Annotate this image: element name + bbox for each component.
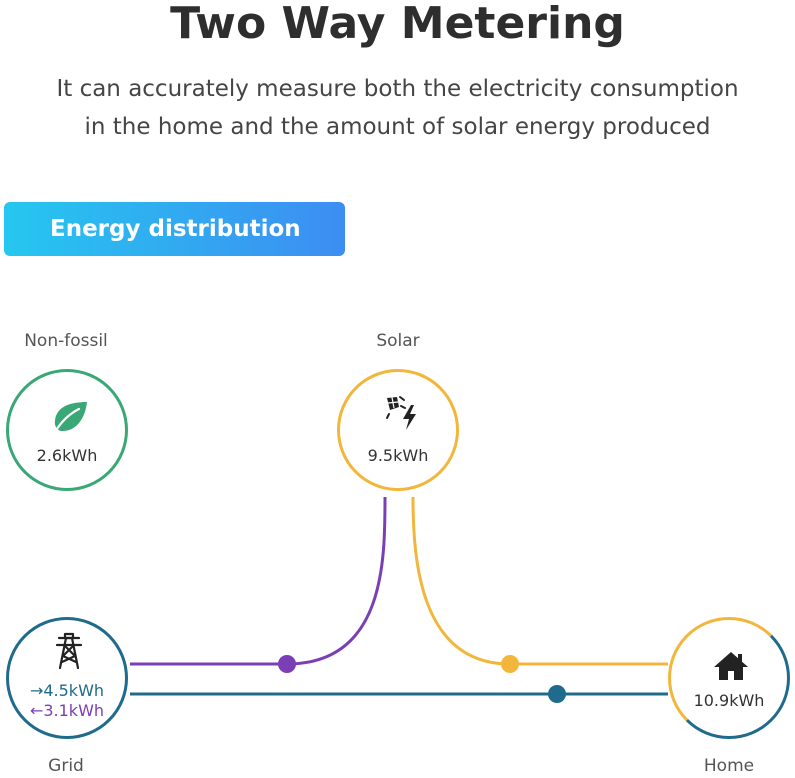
page-subtitle-line-1: It can accurately measure both the elect… [56,76,739,102]
energy-distribution-banner: Energy distribution [4,202,345,256]
solar-to-home-flow [411,496,668,666]
solar-label: Solar [376,331,420,351]
home-icon [714,652,748,680]
home-node: 10.9kWh [668,617,790,739]
grid-node: →4.5kWh ←3.1kWh [6,617,128,739]
solar-to-grid-flow-dot [278,655,296,673]
grid-to-home-flow-dot [548,685,566,703]
page-subtitle-line-2: in the home and the amount of solar ener… [84,114,711,140]
transmission-tower-icon [55,632,83,670]
grid-import-value: →4.5kWh [29,681,105,700]
solar-value: 9.5kWh [367,446,429,465]
page-title: Two Way Metering [170,0,625,49]
non-fossil-value: 2.6kWh [36,446,98,465]
solar-panel-bolt-icon [386,396,416,430]
solar-to-home-flow-dot [501,655,519,673]
non-fossil-label: Non-fossil [24,331,108,351]
home-label: Home [703,756,755,776]
home-value: 10.9kWh [693,691,765,710]
grid-export-value: ←3.1kWh [29,701,105,720]
non-fossil-node: 2.6kWh [6,369,128,491]
leaf-icon [53,402,87,434]
solar-to-grid-flow [130,496,387,666]
solar-node: 9.5kWh [337,369,459,491]
grid-label: Grid [48,756,84,776]
